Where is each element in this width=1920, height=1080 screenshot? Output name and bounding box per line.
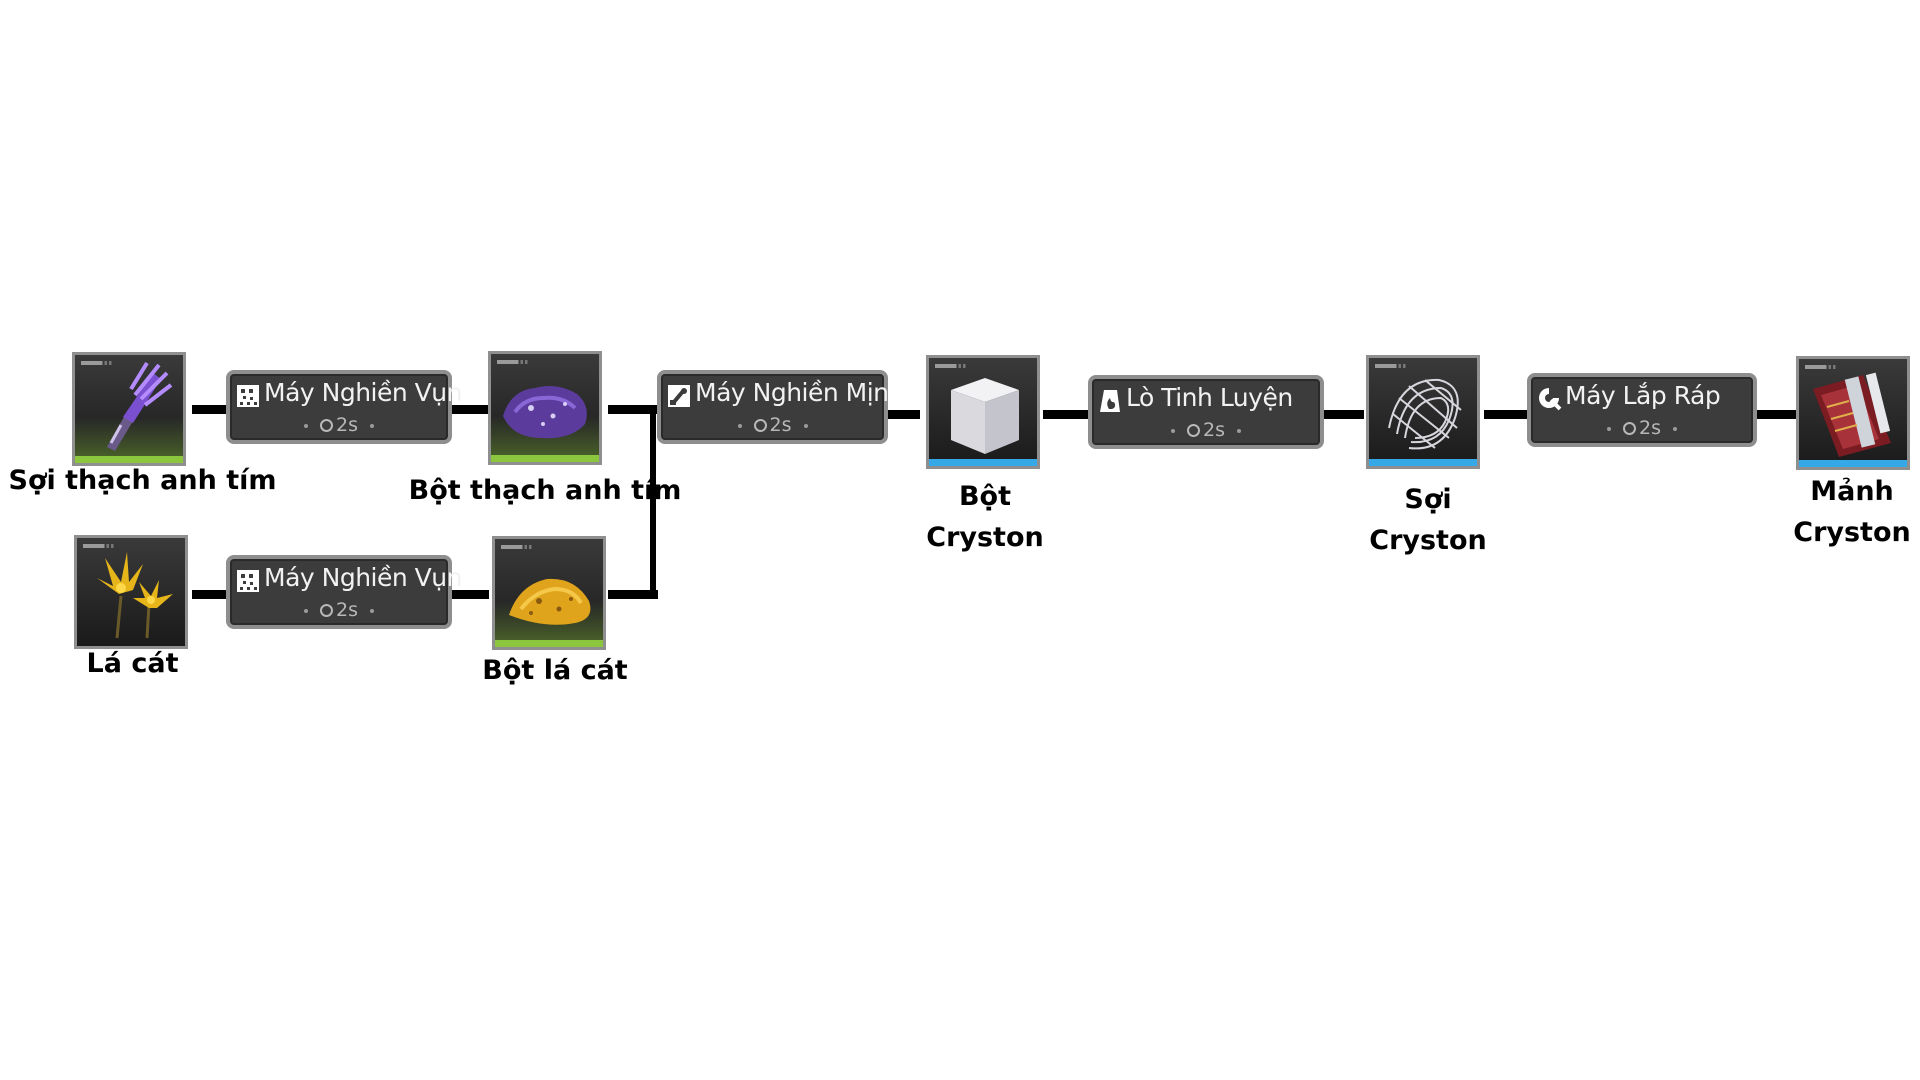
item-soi-cryston[interactable] (1366, 355, 1480, 469)
machine-crusher-top[interactable]: Máy Nghiền Vụn 2s (226, 370, 462, 444)
item-bot-thach-anh-tim[interactable] (488, 351, 602, 465)
circuit-part-icon (1813, 372, 1891, 457)
connector (1750, 410, 1798, 419)
machine-label: Máy Nghiền Vụn (264, 378, 462, 407)
crusher-icon (237, 570, 259, 592)
connector (608, 405, 660, 414)
item-label: Bột thạch anh tím (408, 475, 682, 506)
machine-label: Máy Lắp Ráp (1565, 381, 1721, 410)
item-bot-cryston[interactable] (926, 355, 1040, 469)
crusher-icon (237, 385, 259, 407)
white-cube-icon (951, 378, 1019, 454)
clock-icon (320, 419, 333, 432)
item-manh-cryston[interactable] (1796, 356, 1910, 470)
assembler-icon (1539, 388, 1562, 411)
connector (192, 590, 228, 599)
item-label: Sợi thạch anh tím (8, 465, 277, 496)
clock-icon (320, 604, 333, 617)
purple-powder-icon (503, 386, 587, 439)
connector (608, 590, 658, 599)
item-la-cat[interactable] (74, 535, 188, 649)
connector (450, 405, 489, 414)
furnace-icon (1100, 390, 1120, 412)
machine-time: 2s (1092, 419, 1320, 441)
purple-fiber-icon (107, 361, 173, 451)
connector (1484, 410, 1528, 419)
connector (1322, 410, 1364, 419)
machine-assembler[interactable]: Máy Lắp Ráp 2s (1527, 373, 1757, 447)
wire-mesh-icon (1388, 378, 1462, 450)
item-label: Bột Cryston (926, 481, 1044, 553)
item-bot-la-cat[interactable] (492, 536, 606, 650)
item-label: Bột lá cát (482, 655, 628, 686)
machine-time: 2s (661, 414, 884, 436)
item-label: Mảnh Cryston (1793, 476, 1911, 548)
connector (192, 405, 228, 414)
yellow-powder-icon (509, 578, 591, 625)
machine-label: Máy Nghiền Mịn (695, 378, 889, 407)
clock-icon (753, 419, 767, 432)
connector (450, 590, 489, 599)
clock-icon (1187, 424, 1200, 437)
machine-time: 2s (230, 599, 448, 621)
machine-crusher-bottom[interactable]: Máy Nghiền Vụn 2s (226, 555, 462, 629)
yellow-leaf-icon (97, 552, 173, 639)
machine-time: 2s (230, 414, 448, 436)
item-soi-thach-anh-tim[interactable] (72, 352, 186, 466)
item-label: Lá cát (86, 648, 179, 679)
connector (887, 410, 920, 419)
connector (650, 405, 656, 595)
machine-grinder[interactable]: Máy Nghiền Mịn 2s (657, 370, 889, 444)
item-label: Sợi Cryston (1369, 484, 1487, 556)
machine-label: Lò Tinh Luyện (1126, 383, 1293, 412)
clock-icon (1623, 422, 1636, 435)
machine-time: 2s (1531, 417, 1753, 439)
machine-refinery[interactable]: Lò Tinh Luyện 2s (1088, 375, 1324, 449)
connector (1043, 410, 1088, 419)
machine-label: Máy Nghiền Vụn (264, 563, 462, 592)
grinder-icon (668, 385, 690, 407)
